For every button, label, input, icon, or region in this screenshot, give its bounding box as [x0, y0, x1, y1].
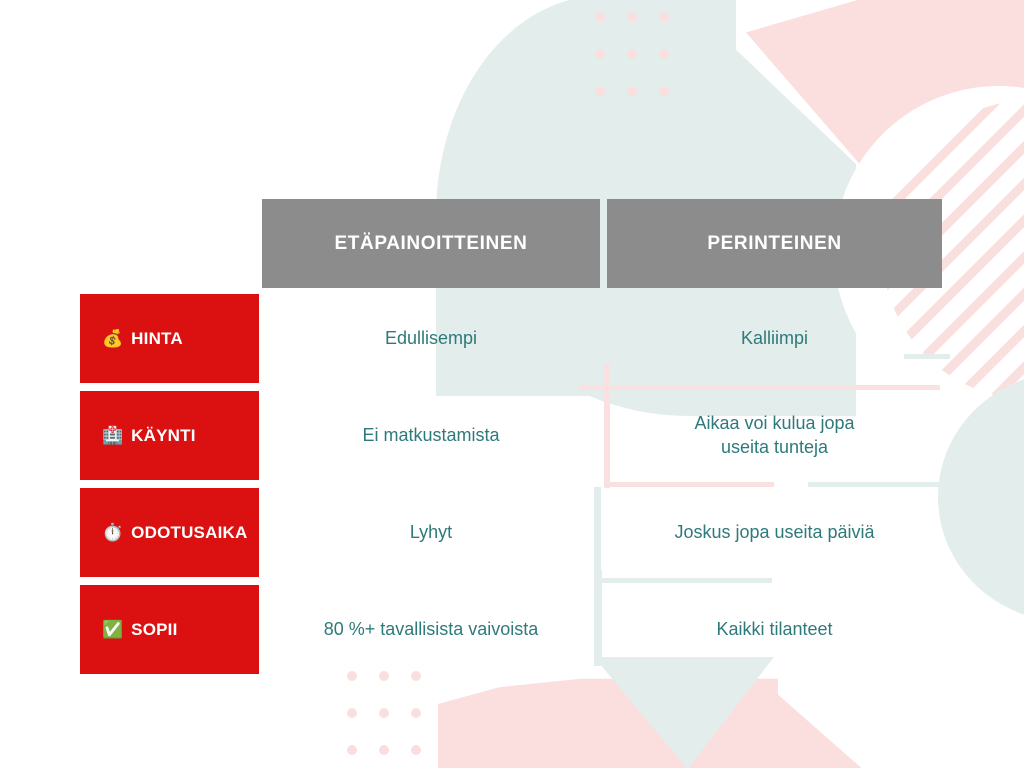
column-header-remote: ETÄPAINOITTEINEN — [262, 199, 600, 288]
row-label-sopii: ✅ SOPII — [80, 585, 259, 674]
dot — [627, 12, 637, 22]
dot-grid-bottom — [347, 671, 421, 755]
divider-rule-vertical-1 — [604, 363, 610, 488]
row-label-odotusaika: ⏱️ ODOTUSAIKA — [80, 488, 259, 577]
divider-rule-vertical-3 — [600, 283, 607, 347]
divider-rule-1 — [580, 385, 940, 390]
cell-odotusaika-remote: Lyhyt — [409, 521, 453, 542]
dot — [411, 708, 421, 718]
row-label-hinta: 💰 HINTA — [80, 294, 259, 383]
divider-rule-6 — [904, 354, 950, 359]
dot — [379, 671, 389, 681]
cell-kaynti-traditional: Aikaa voi kulua jopa useita tunteja — [694, 412, 855, 457]
stopwatch-icon: ⏱️ — [102, 523, 124, 542]
row-label-sopii-text: SOPII — [131, 619, 178, 639]
row-label-kaynti-text: KÄYNTI — [131, 425, 196, 445]
dot — [379, 745, 389, 755]
dot — [595, 49, 605, 59]
cell-sopii-remote: 80 %+ tavallisista vaivoista — [323, 618, 539, 639]
dot-grid-top — [595, 12, 669, 96]
dot — [411, 671, 421, 681]
dot — [379, 708, 389, 718]
row-label-kaynti: 🏥 KÄYNTI — [80, 391, 259, 480]
dot — [659, 49, 669, 59]
divider-rule-vertical-2 — [594, 487, 601, 583]
cell-sopii-traditional: Kaikki tilanteet — [716, 618, 833, 639]
dot — [659, 86, 669, 96]
divider-rule-3 — [808, 482, 948, 487]
row-label-hinta-text: HINTA — [131, 328, 183, 348]
hospital-icon: 🏥 — [102, 426, 124, 445]
dot — [659, 12, 669, 22]
dot — [347, 745, 357, 755]
divider-rule-2 — [604, 482, 774, 487]
dot — [411, 745, 421, 755]
column-header-remote-label: ETÄPAINOITTEINEN — [334, 232, 528, 254]
dot — [347, 708, 357, 718]
dot — [595, 86, 605, 96]
check-mark-button-icon: ✅ — [102, 620, 124, 639]
column-header-traditional: PERINTEINEN — [607, 199, 942, 288]
dot — [627, 49, 637, 59]
column-header-traditional-label: PERINTEINEN — [707, 232, 842, 254]
row-label-odotusaika-text: ODOTUSAIKA — [131, 522, 248, 542]
cell-hinta-remote: Edullisempi — [384, 327, 478, 348]
divider-rule-5 — [532, 330, 568, 336]
cell-kaynti-remote: Ei matkustamista — [362, 424, 500, 445]
dot — [347, 671, 357, 681]
money-bag-icon: 💰 — [102, 329, 124, 348]
teal-stem-shape — [594, 570, 602, 666]
cell-hinta-traditional: Kalliimpi — [740, 327, 809, 348]
cell-odotusaika-traditional: Joskus jopa useita päiviä — [674, 521, 875, 542]
dot — [627, 86, 637, 96]
dot — [595, 12, 605, 22]
divider-rule-4 — [594, 578, 772, 583]
